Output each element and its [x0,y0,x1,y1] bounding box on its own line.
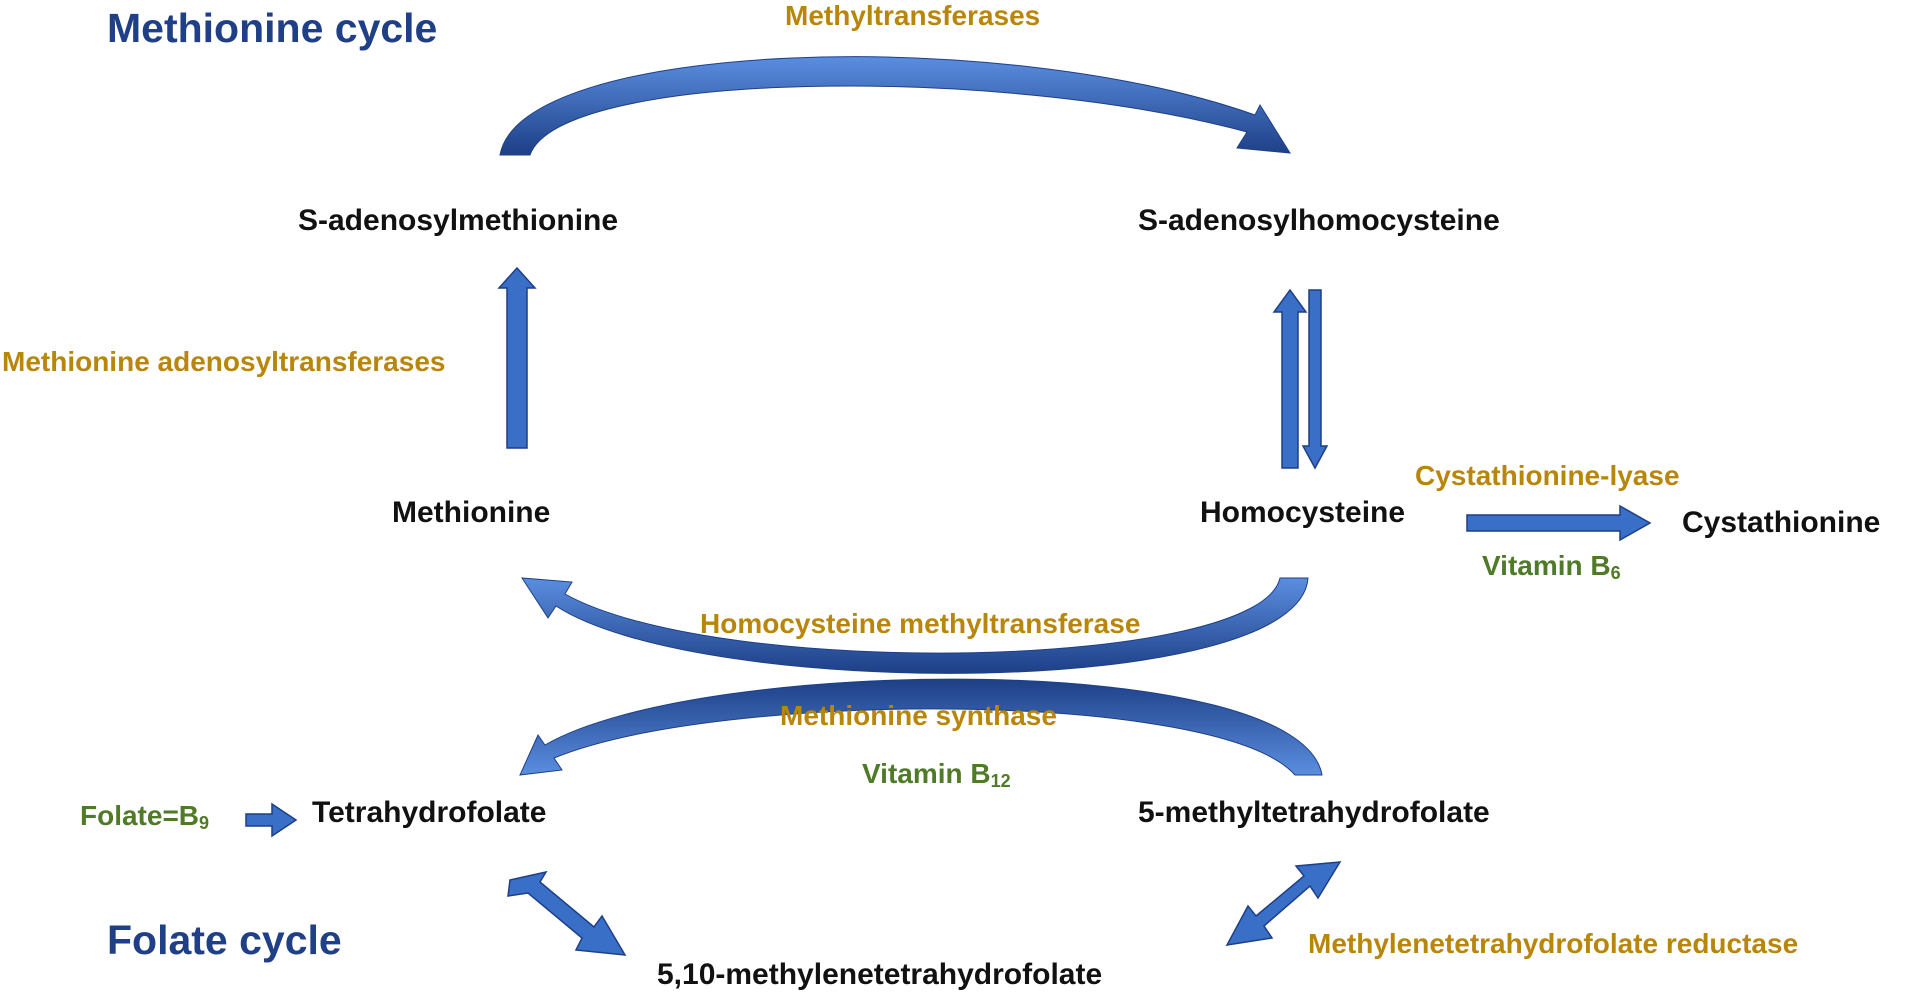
arc-sam-to-sah [499,56,1291,156]
arrow-hcy-to-cystathionine [1466,504,1652,542]
methyltransferases-label: Methyltransferases [785,0,1041,31]
arrow-mthf510-mthf5 [1225,861,1342,946]
sam-label: S-adenosylmethionine [298,204,619,237]
cystathionine-lyase-label: Cystathionine-lyase [1415,460,1680,491]
arrow-hcy-to-sah [1272,288,1308,469]
folate-b9-label: Folate=B9 [80,800,210,833]
sah-label: S-adenosylhomocysteine [1138,204,1500,237]
mthf510-label: 5,10-methylenetetrahydrofolate [657,958,1103,991]
methionine-label: Methionine [392,496,551,529]
mat-label: Methionine adenosyltransferases [2,346,446,377]
homocysteine-label: Homocysteine [1200,496,1406,529]
methionine-cycle-title: Methionine cycle [107,5,438,51]
methionine-synthase-label: Methionine synthase [780,700,1057,731]
hcy-methyltransferase-label: Homocysteine methyltransferase [700,608,1141,639]
arrow-thf-mthf510 [507,870,627,956]
mthfr-label: Methylenetetrahydrofolate reductase [1308,928,1799,959]
arrow-folate-to-thf [245,802,298,838]
arrow-met-to-sam [497,266,537,449]
mthf5-label: 5-methyltetrahydrofolate [1138,796,1490,829]
arc-hcy-to-met [521,577,1309,674]
thf-label: Tetrahydrofolate [312,796,547,829]
arc-mthf-to-thf [519,678,1323,776]
folate-cycle-title: Folate cycle [107,917,342,963]
arrow-sah-to-hcy [1301,289,1329,470]
vitamin-b12-label: Vitamin B12 [862,758,1011,791]
cystathionine-label: Cystathionine [1682,506,1881,539]
vitamin-b6-label: Vitamin B6 [1482,550,1621,583]
